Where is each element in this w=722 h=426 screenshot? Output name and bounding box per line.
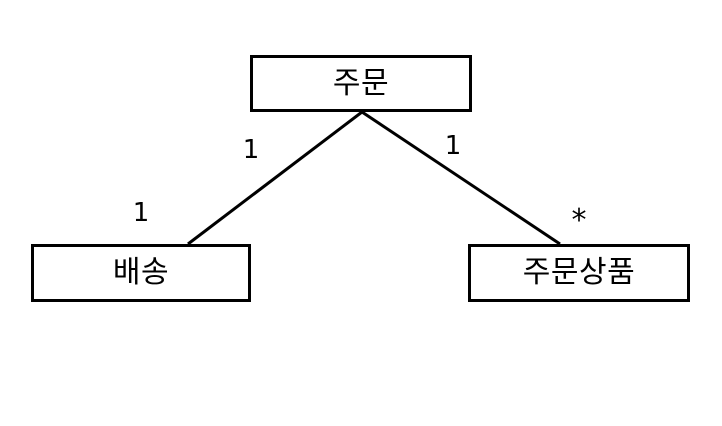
multiplicity-label-order-to-delivery: 1 — [242, 135, 260, 165]
entity-label-order: 주문 — [332, 65, 390, 101]
multiplicity-label-order-item-to-order: * — [571, 203, 587, 238]
association-line-order-delivery — [187, 110, 363, 246]
entity-label-order-item: 주문상품 — [522, 255, 636, 290]
multiplicity-label-order-to-order-item: 1 — [444, 131, 462, 161]
multiplicity-label-delivery-to-order: 1 — [132, 198, 150, 228]
entity-box-delivery[interactable]: 배송 — [31, 244, 251, 302]
association-line-order-order-item — [361, 110, 561, 246]
entity-box-order-item[interactable]: 주문상품 — [468, 244, 690, 302]
entity-box-order[interactable]: 주문 — [250, 55, 472, 112]
entity-label-delivery: 배송 — [112, 255, 170, 290]
